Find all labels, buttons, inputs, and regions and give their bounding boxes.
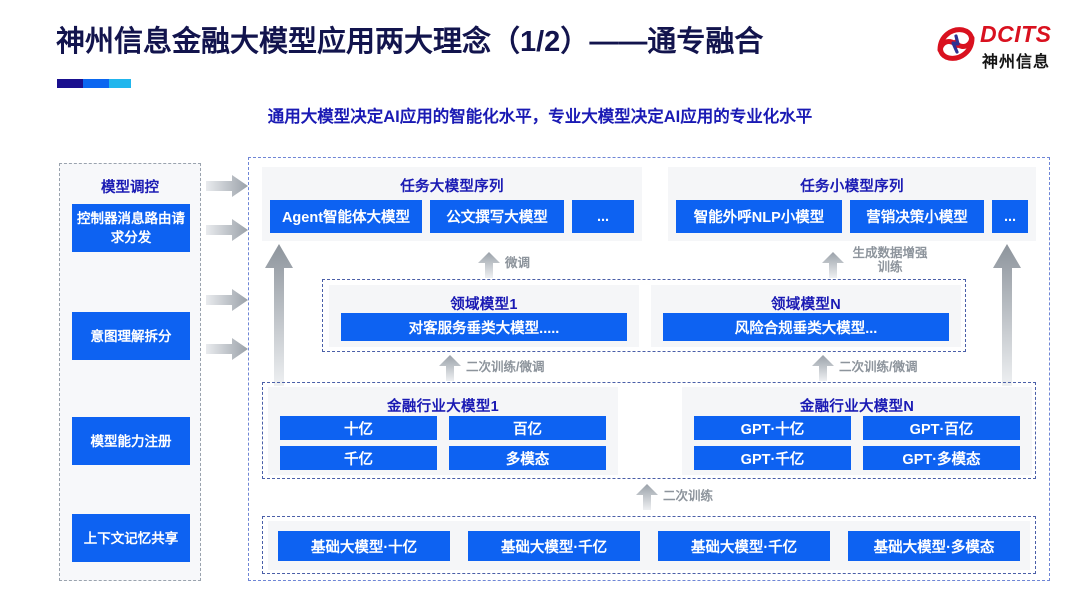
industry-1-box-billion[interactable]: 十亿	[280, 416, 437, 440]
left-tall-arrow-icon	[265, 244, 293, 391]
industry-n-box-gpt-ten-billion[interactable]: GPT·百亿	[863, 416, 1020, 440]
retrain-finetune-right-label: 二次训练/微调	[839, 360, 918, 374]
task-large-model-box-row: Agent智能体大模型 公文撰写大模型 ...	[270, 200, 634, 233]
industry-model-n-panel: 金融行业大模型N GPT·十亿 GPT·百亿 GPT·千亿 GPT·多模态	[682, 387, 1032, 475]
industry-model-1-panel: 金融行业大模型1 十亿 百亿 千亿 多模态	[268, 387, 618, 475]
retrain-finetune-left-label: 二次训练/微调	[466, 360, 545, 374]
sidebar-item-controller-routing[interactable]: 控制器消息路由请求分发	[72, 204, 190, 252]
task-small-model-panel: 任务小模型序列 智能外呼NLP小模型 营销决策小模型 ...	[668, 167, 1036, 241]
logo-text-en: DCITS	[980, 21, 1052, 47]
domain-model-n-title: 领域模型N	[771, 297, 841, 313]
sidebar-arrow-4-icon	[206, 338, 248, 360]
industry-model-n-title: 金融行业大模型N	[799, 399, 915, 415]
task-small-box-more[interactable]: ...	[992, 200, 1028, 233]
industry-1-box-ten-billion[interactable]: 百亿	[449, 416, 606, 440]
industry-1-box-hundred-billion[interactable]: 千亿	[280, 446, 437, 470]
sidebar-item-context-memory-share[interactable]: 上下文记忆共享	[72, 514, 190, 562]
title-accent-bar	[57, 79, 131, 88]
page-subtitle: 通用大模型决定AI应用的智能化水平，专业大模型决定AI应用的专业化水平	[267, 108, 813, 126]
sidebar-arrow-3-icon	[206, 289, 248, 311]
domain-model-n-panel: 领域模型N 风险合规垂类大模型...	[651, 285, 961, 347]
domain-model-1-box[interactable]: 对客服务垂类大模型.....	[341, 313, 627, 341]
sidebar-arrow-2-icon	[206, 219, 248, 241]
sidebar-item-intent-understanding[interactable]: 意图理解拆分	[72, 312, 190, 360]
fine-tune-arrow-icon	[478, 252, 500, 283]
sidebar-title: 模型调控	[101, 180, 159, 196]
task-large-model-title: 任务大模型序列	[400, 179, 504, 195]
diagram-outer-frame	[248, 157, 1050, 581]
base-box-billion[interactable]: 基础大模型·十亿	[278, 531, 450, 561]
industry-model-1-title: 金融行业大模型1	[387, 399, 499, 415]
industry-model-frame: 金融行业大模型1 十亿 百亿 千亿 多模态 金融行业大模型N GPT·十亿 GP…	[262, 382, 1036, 479]
task-large-model-panel: 任务大模型序列 Agent智能体大模型 公文撰写大模型 ...	[262, 167, 642, 241]
base-box-hundred-billion-2[interactable]: 基础大模型·千亿	[658, 531, 830, 561]
brand-logo: DCITS 神州信息	[936, 20, 1066, 76]
industry-n-box-gpt-billion[interactable]: GPT·十亿	[694, 416, 851, 440]
retrain-arrow-icon	[636, 484, 658, 515]
retrain-finetune-right-arrow-icon	[812, 355, 834, 386]
domain-model-1-panel: 领域模型1 对客服务垂类大模型.....	[329, 285, 639, 347]
gen-data-aug-arrow-icon	[822, 252, 844, 283]
domain-model-n-box[interactable]: 风险合规垂类大模型...	[663, 313, 949, 341]
base-model-frame: 基础大模型·十亿 基础大模型·千亿 基础大模型·千亿 基础大模型·多模态	[262, 516, 1036, 574]
task-small-model-title: 任务小模型序列	[800, 179, 904, 195]
task-small-box-nlp-outbound[interactable]: 智能外呼NLP小模型	[676, 200, 842, 233]
task-small-model-box-row: 智能外呼NLP小模型 营销决策小模型 ...	[676, 200, 1028, 233]
task-large-box-more[interactable]: ...	[572, 200, 634, 233]
accent-segment-2	[83, 79, 109, 88]
domain-model-1-title: 领域模型1	[450, 297, 518, 313]
industry-model-n-grid: GPT·十亿 GPT·百亿 GPT·千亿 GPT·多模态	[694, 416, 1020, 470]
swirl-logo-icon	[936, 24, 976, 64]
domain-model-frame: 领域模型1 对客服务垂类大模型..... 领域模型N 风险合规垂类大模型...	[322, 279, 966, 352]
page-header: 神州信息金融大模型应用两大理念（1/2）——通专融合 DCITS 神州信息 通用…	[0, 0, 1080, 126]
page-title: 神州信息金融大模型应用两大理念（1/2）——通专融合	[56, 26, 764, 58]
industry-model-1-grid: 十亿 百亿 千亿 多模态	[280, 416, 606, 470]
industry-n-box-gpt-hundred-billion[interactable]: GPT·千亿	[694, 446, 851, 470]
base-model-box-row: 基础大模型·十亿 基础大模型·千亿 基础大模型·千亿 基础大模型·多模态	[278, 531, 1020, 561]
base-model-panel: 基础大模型·十亿 基础大模型·千亿 基础大模型·千亿 基础大模型·多模态	[268, 521, 1030, 570]
retrain-finetune-left-arrow-icon	[439, 355, 461, 386]
fine-tune-label: 微调	[505, 256, 531, 270]
sidebar-arrow-1-icon	[206, 175, 248, 197]
base-box-hundred-billion-1[interactable]: 基础大模型·千亿	[468, 531, 640, 561]
retrain-label: 二次训练	[663, 489, 714, 503]
industry-n-box-gpt-multimodal[interactable]: GPT·多模态	[863, 446, 1020, 470]
accent-segment-3	[109, 79, 131, 88]
base-box-multimodal[interactable]: 基础大模型·多模态	[848, 531, 1020, 561]
sidebar-item-capability-registry[interactable]: 模型能力注册	[72, 417, 190, 465]
task-small-box-marketing[interactable]: 营销决策小模型	[850, 200, 984, 233]
task-large-box-document[interactable]: 公文撰写大模型	[430, 200, 564, 233]
task-large-box-agent[interactable]: Agent智能体大模型	[270, 200, 422, 233]
logo-text-cn: 神州信息	[982, 54, 1051, 71]
gen-data-aug-label: 生成数据增强训练	[852, 246, 928, 274]
accent-segment-1	[57, 79, 83, 88]
right-tall-arrow-icon	[993, 244, 1021, 391]
model-control-sidebar: 模型调控 控制器消息路由请求分发 意图理解拆分 模型能力注册 上下文记忆共享	[59, 163, 201, 581]
industry-1-box-multimodal[interactable]: 多模态	[449, 446, 606, 470]
